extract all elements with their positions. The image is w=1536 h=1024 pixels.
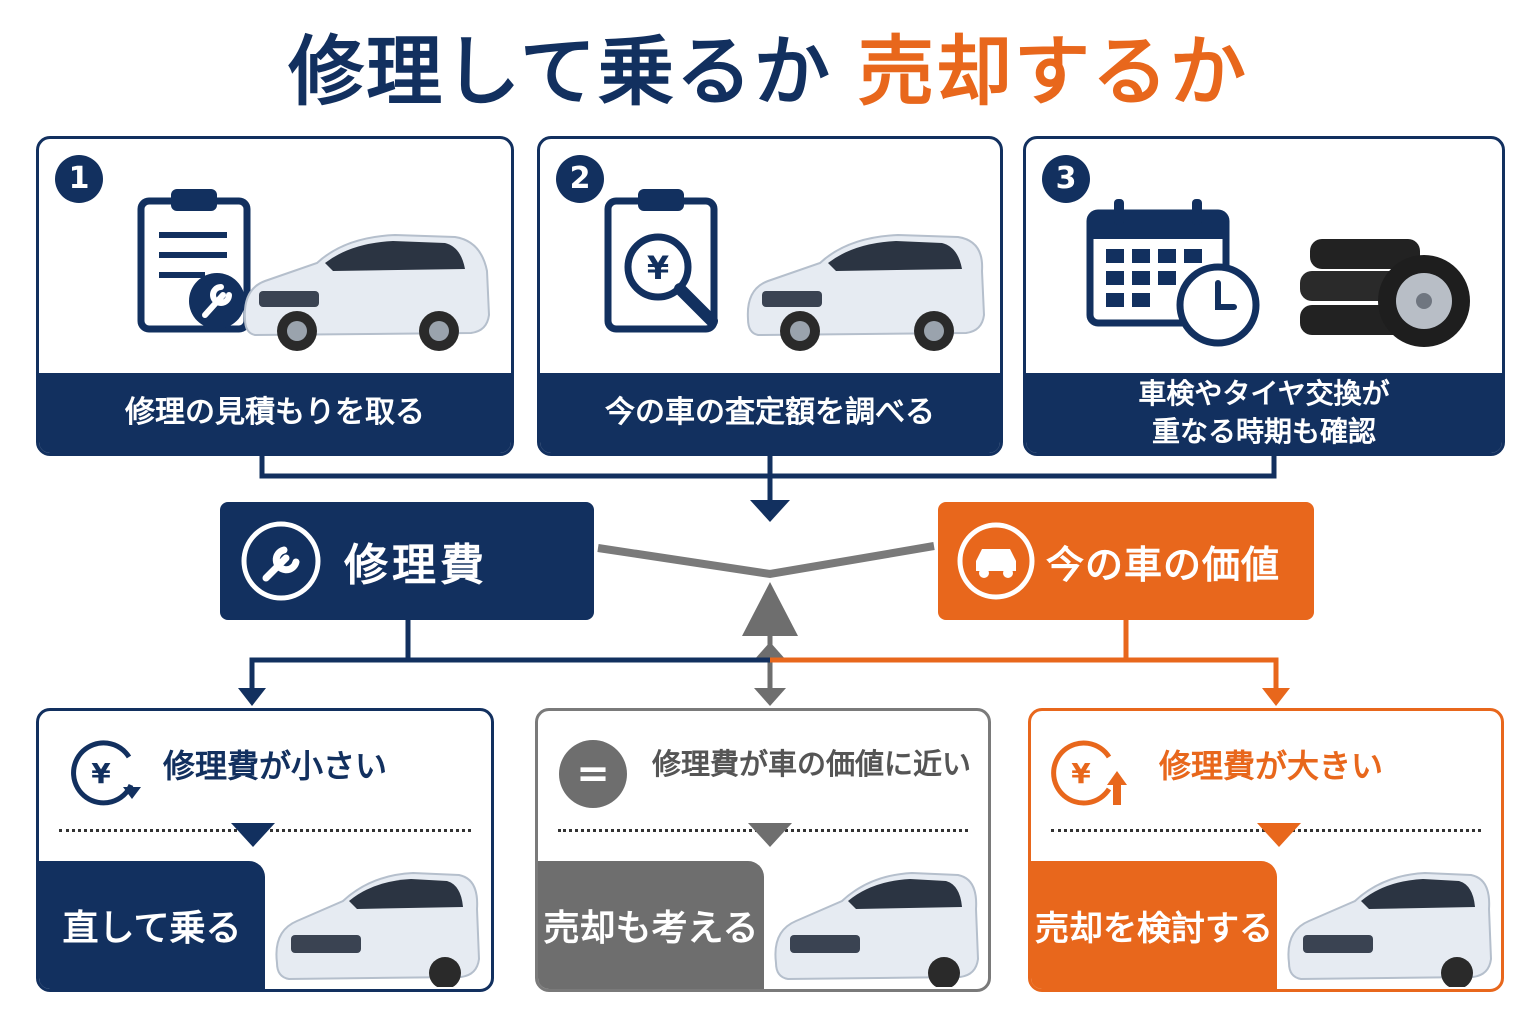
down-arrow-icon bbox=[231, 823, 275, 847]
yen-glyph: ¥ bbox=[91, 757, 111, 790]
outcome-large-condition: 修理費が大きい bbox=[1159, 747, 1384, 785]
equals-icon: = bbox=[559, 740, 627, 808]
outcome-large-result: 売却を検討する bbox=[1031, 861, 1277, 989]
step-3-label: 車検やタイヤ交換が 重なる時期も確認 bbox=[1026, 373, 1502, 453]
outcome-small-result: 直して乗る bbox=[39, 861, 265, 989]
down-arrow-icon bbox=[1257, 823, 1301, 847]
center-arrow-up bbox=[754, 642, 786, 660]
car-value-box: 今の車の価値 bbox=[938, 502, 1314, 620]
outcome-near-card: = 修理費が車の価値に近い 売却も考える bbox=[535, 708, 991, 992]
outcome-small-condition: 修理費が小さい bbox=[163, 747, 388, 785]
tires-image bbox=[1300, 239, 1470, 347]
step-1-label: 修理の見積もりを取る bbox=[39, 373, 511, 453]
car-image bbox=[275, 871, 481, 987]
step-2-card: 2 ¥ 今の車の査定額を調べる bbox=[537, 136, 1003, 456]
outcome-near-result: 売却も考える bbox=[538, 861, 764, 989]
title-part-sell: 売却するか bbox=[857, 27, 1248, 116]
step-number: 1 bbox=[55, 155, 103, 203]
title-part-repair: 修理して乗るか bbox=[288, 27, 832, 116]
repair-cost-box: 修理費 bbox=[220, 502, 594, 620]
yen-down-icon: ¥ bbox=[71, 740, 141, 806]
center-arrow-down bbox=[754, 688, 786, 706]
step-3-label-line2: 重なる時期も確認 bbox=[1151, 415, 1376, 448]
balance-fulcrum bbox=[742, 582, 798, 636]
clipboard-wrench-icon bbox=[137, 189, 251, 333]
steps-arrow-head bbox=[750, 500, 790, 522]
equals-glyph: = bbox=[576, 751, 610, 797]
balance-beam bbox=[597, 542, 935, 579]
repair-cost-label: 修理費 bbox=[344, 540, 488, 591]
right-branch-arrow bbox=[1262, 688, 1290, 706]
car-image bbox=[1287, 871, 1493, 987]
wrench-icon bbox=[241, 521, 321, 601]
svg-text:¥: ¥ bbox=[647, 249, 669, 287]
step-2-label: 今の車の査定額を調べる bbox=[540, 373, 1000, 453]
car-image bbox=[243, 233, 491, 351]
outcome-large-card: ¥ 修理費が大きい 売却を検討する bbox=[1028, 708, 1504, 992]
car-value-label: 今の車の価値 bbox=[1046, 542, 1281, 587]
step-number: 3 bbox=[1042, 155, 1090, 203]
yen-glyph: ¥ bbox=[1071, 757, 1091, 790]
outcome-near-condition: 修理費が車の価値に近い bbox=[652, 747, 972, 781]
car-image bbox=[774, 871, 980, 987]
car-image bbox=[746, 233, 986, 351]
clipboard-yen-magnifier-icon: ¥ bbox=[604, 189, 718, 333]
step-number: 2 bbox=[556, 155, 604, 203]
right-branch-line bbox=[770, 657, 1279, 690]
left-branch-line bbox=[249, 657, 770, 690]
calendar-clock-icon bbox=[1086, 199, 1260, 347]
left-branch-arrow bbox=[238, 688, 266, 706]
down-arrow-icon bbox=[748, 823, 792, 847]
step-3-label-line1: 車検やタイヤ交換が bbox=[1138, 377, 1390, 410]
car-icon bbox=[957, 522, 1035, 600]
outcome-small-card: ¥ 修理費が小さい 直して乗る bbox=[36, 708, 494, 992]
page-title: 修理して乗るか売却するか bbox=[0, 22, 1536, 122]
step-3-card: 3 車検やタイヤ交換が 重なる時期も確認 bbox=[1023, 136, 1505, 456]
yen-up-icon: ¥ bbox=[1051, 740, 1127, 806]
step-1-card: 1 修理の見積もりを取る bbox=[36, 136, 514, 456]
